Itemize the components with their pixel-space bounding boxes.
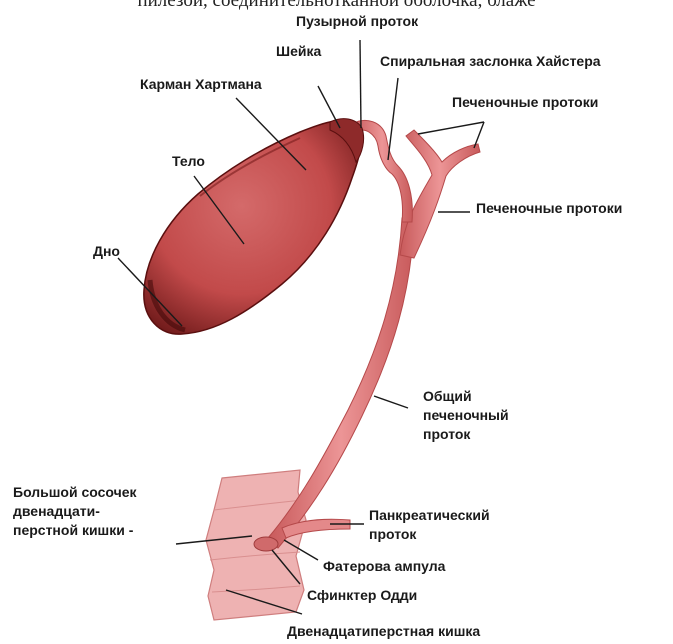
common-hepatic-duct-line-2: печеночный: [423, 406, 509, 425]
common-hepatic-duct-label: Общий печеночный проток: [423, 387, 509, 444]
hepatic-ducts-right-label: Печеночные протоки: [476, 199, 622, 218]
hepatic-ducts-shape: [400, 130, 480, 258]
major-papilla-line-1: Большой сосочек: [13, 483, 137, 502]
cystic-duct-label: Пузырной проток: [296, 12, 418, 31]
common-hepatic-duct-line-1: Общий: [423, 387, 509, 406]
body-label: Тело: [172, 152, 205, 171]
neck-label: Шейка: [276, 42, 321, 61]
pancreatic-duct-line-1: Панкреатический: [369, 506, 490, 525]
papilla-shape: [254, 537, 278, 551]
pancreatic-duct-line-2: проток: [369, 525, 490, 544]
duodenum-label: Двенадцатиперстная кишка: [287, 622, 480, 641]
hepatic-ducts-top-label: Печеночные протоки: [452, 93, 598, 112]
vater-ampulla-label: Фатерова ампула: [323, 557, 445, 576]
hartmann-pouch-label: Карман Хартмана: [140, 75, 262, 94]
heister-valve-label: Спиральная заслонка Хайстера: [380, 52, 601, 71]
major-papilla-line-2: двенадцати-: [13, 502, 137, 521]
pancreatic-duct-label: Панкреатический проток: [369, 506, 490, 544]
fundus-label: Дно: [93, 242, 120, 261]
major-papilla-label: Большой сосочек двенадцати- перстной киш…: [13, 483, 137, 540]
oddi-sphincter-label: Сфинктер Одди: [307, 586, 417, 605]
common-hepatic-duct-line-3: проток: [423, 425, 509, 444]
major-papilla-line-3: перстной кишки -: [13, 521, 137, 540]
